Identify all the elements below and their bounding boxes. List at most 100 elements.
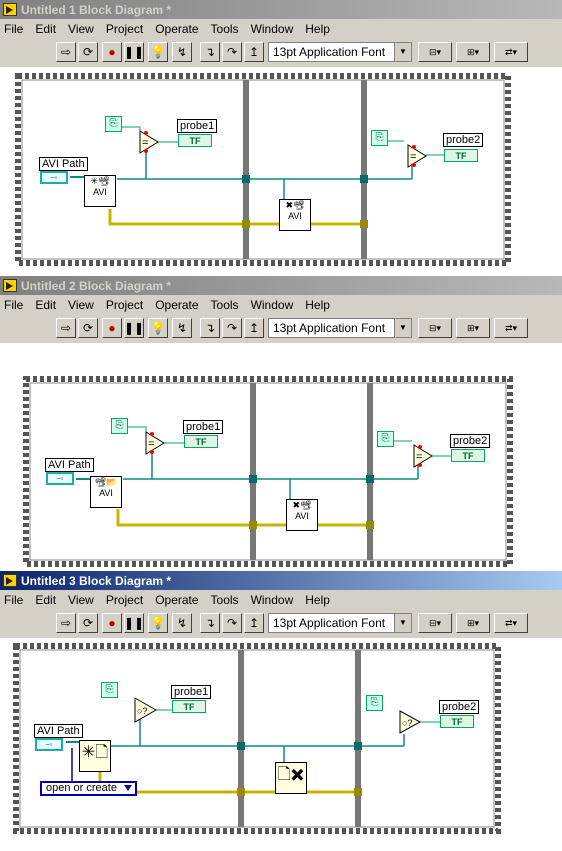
open-file-vi[interactable]: ✳🗋 xyxy=(79,740,111,772)
step-over-button[interactable]: ↷ xyxy=(222,42,242,62)
menu-edit[interactable]: Edit xyxy=(35,22,57,36)
menu-project[interactable]: Project xyxy=(105,298,144,312)
distribute-objects-button[interactable]: ⊞▾ xyxy=(456,613,490,633)
equal-node[interactable] xyxy=(407,144,427,168)
run-continuous-button[interactable]: ⟳ xyxy=(78,42,98,62)
equal-node[interactable] xyxy=(139,130,159,154)
menu-project[interactable]: Project xyxy=(105,593,144,607)
abort-button[interactable]: ● xyxy=(102,42,122,62)
step-out-button[interactable]: ↥ xyxy=(244,318,264,338)
step-into-button[interactable]: ↴ xyxy=(200,42,220,62)
sequence-divider[interactable] xyxy=(367,383,373,560)
menu-file[interactable]: File xyxy=(4,298,24,312)
not-a-path-node[interactable] xyxy=(134,697,158,723)
highlight-execution-button[interactable]: 💡 xyxy=(148,613,168,633)
menu-operate[interactable]: Operate xyxy=(155,22,199,36)
avi-path-control[interactable]: ⎯◦ xyxy=(35,738,63,751)
run-continuous-button[interactable]: ⟳ xyxy=(78,318,98,338)
sequence-divider[interactable] xyxy=(361,80,367,259)
pause-button[interactable]: ❚❚ xyxy=(124,613,144,633)
window-2-canvas[interactable]: = = ⎘ ⎘ probe1 TF probe2 TF AVI Path ⎯◦ … xyxy=(0,343,562,571)
menu-file[interactable]: File xyxy=(4,593,24,607)
avi-path-control[interactable]: ⎯◦ xyxy=(40,171,68,184)
sequence-divider[interactable] xyxy=(250,383,256,560)
menu-window[interactable]: Window xyxy=(250,298,294,312)
menu-file[interactable]: File xyxy=(4,22,24,36)
menu-edit[interactable]: Edit xyxy=(35,593,57,607)
abort-button[interactable]: ● xyxy=(102,318,122,338)
close-file-vi[interactable]: 🗋✖ xyxy=(275,762,307,794)
menu-tools[interactable]: Tools xyxy=(210,298,239,312)
equal-node[interactable] xyxy=(145,431,165,455)
sequence-divider[interactable] xyxy=(238,650,244,827)
window-1-titlebar[interactable]: Untitled 1 Block Diagram * xyxy=(0,0,562,19)
reorder-button[interactable]: ⇄▾ xyxy=(494,613,528,633)
align-objects-button[interactable]: ⊟▾ xyxy=(418,613,452,633)
menu-operate[interactable]: Operate xyxy=(155,298,199,312)
window-3-canvas[interactable]: ○? ○? ⎘ ⎘ probe1 TF probe2 TF AVI Path ⎯… xyxy=(0,638,562,851)
retain-wire-values-button[interactable]: ↯ xyxy=(172,42,192,62)
menu-help[interactable]: Help xyxy=(305,593,330,607)
menu-tools[interactable]: Tools xyxy=(210,22,239,36)
path-constant-icon[interactable]: ⎘ xyxy=(371,130,388,146)
window-1-canvas[interactable]: = = ⎘ ⎘ probe1 TF probe2 TF AVI Path ⎯◦ … xyxy=(0,67,562,276)
probe1-indicator[interactable]: TF xyxy=(184,435,218,448)
pause-button[interactable]: ❚❚ xyxy=(124,42,144,62)
avi-close-vi[interactable]: ✖📽AVI xyxy=(286,499,318,531)
menu-help[interactable]: Help xyxy=(305,298,330,312)
menu-project[interactable]: Project xyxy=(105,22,144,36)
path-constant-icon[interactable]: ⎘ xyxy=(377,431,394,447)
step-out-button[interactable]: ↥ xyxy=(244,613,264,633)
avi-path-control[interactable]: ⎯◦ xyxy=(46,472,74,485)
probe1-indicator[interactable]: TF xyxy=(172,700,206,713)
step-out-button[interactable]: ↥ xyxy=(244,42,264,62)
step-into-button[interactable]: ↴ xyxy=(200,318,220,338)
probe2-indicator[interactable]: TF xyxy=(444,149,478,162)
menu-window[interactable]: Window xyxy=(250,593,294,607)
avi-open-vi[interactable]: 📽📂AVI xyxy=(90,476,122,508)
retain-wire-values-button[interactable]: ↯ xyxy=(172,613,192,633)
not-a-path-node[interactable] xyxy=(399,710,422,734)
sequence-divider[interactable] xyxy=(355,650,361,827)
abort-button[interactable]: ● xyxy=(102,613,122,633)
pause-button[interactable]: ❚❚ xyxy=(124,318,144,338)
reorder-button[interactable]: ⇄▾ xyxy=(494,318,528,338)
highlight-execution-button[interactable]: 💡 xyxy=(148,318,168,338)
sequence-divider[interactable] xyxy=(243,80,249,259)
highlight-execution-button[interactable]: 💡 xyxy=(148,42,168,62)
run-button[interactable]: ⇨ xyxy=(56,613,76,633)
menu-view[interactable]: View xyxy=(68,22,94,36)
path-constant-icon[interactable]: ⎘ xyxy=(101,682,118,698)
menu-edit[interactable]: Edit xyxy=(35,298,57,312)
path-constant-icon[interactable]: ⎘ xyxy=(105,116,122,132)
window-2-titlebar[interactable]: Untitled 2 Block Diagram * xyxy=(0,276,562,295)
align-objects-button[interactable]: ⊟▾ xyxy=(418,318,452,338)
menu-view[interactable]: View xyxy=(68,298,94,312)
avi-close-vi[interactable]: ✖📽AVI xyxy=(279,199,311,231)
font-select[interactable]: 13pt Application Font▼ xyxy=(268,318,412,338)
window-3-titlebar[interactable]: Untitled 3 Block Diagram * xyxy=(0,571,562,590)
probe2-indicator[interactable]: TF xyxy=(451,449,485,462)
menu-tools[interactable]: Tools xyxy=(210,593,239,607)
font-select[interactable]: 13pt Application Font▼ xyxy=(268,42,412,62)
font-select[interactable]: 13pt Application Font▼ xyxy=(268,613,412,633)
probe2-indicator[interactable]: TF xyxy=(440,715,474,728)
equal-node[interactable] xyxy=(413,444,433,468)
path-constant-icon[interactable]: ⎘ xyxy=(111,418,128,434)
distribute-objects-button[interactable]: ⊞▾ xyxy=(456,318,490,338)
distribute-objects-button[interactable]: ⊞▾ xyxy=(456,42,490,62)
step-over-button[interactable]: ↷ xyxy=(222,318,242,338)
path-constant-icon[interactable]: ⎘ xyxy=(366,695,383,711)
wire-error[interactable] xyxy=(108,209,280,226)
run-button[interactable]: ⇨ xyxy=(56,42,76,62)
menu-operate[interactable]: Operate xyxy=(155,593,199,607)
avi-open-vi[interactable]: ✳📽AVI xyxy=(84,175,116,207)
run-button[interactable]: ⇨ xyxy=(56,318,76,338)
menu-help[interactable]: Help xyxy=(305,22,330,36)
operation-enum-constant[interactable]: open or create xyxy=(40,781,137,796)
menu-view[interactable]: View xyxy=(68,593,94,607)
align-objects-button[interactable]: ⊟▾ xyxy=(418,42,452,62)
reorder-button[interactable]: ⇄▾ xyxy=(494,42,528,62)
step-over-button[interactable]: ↷ xyxy=(222,613,242,633)
menu-window[interactable]: Window xyxy=(250,22,294,36)
